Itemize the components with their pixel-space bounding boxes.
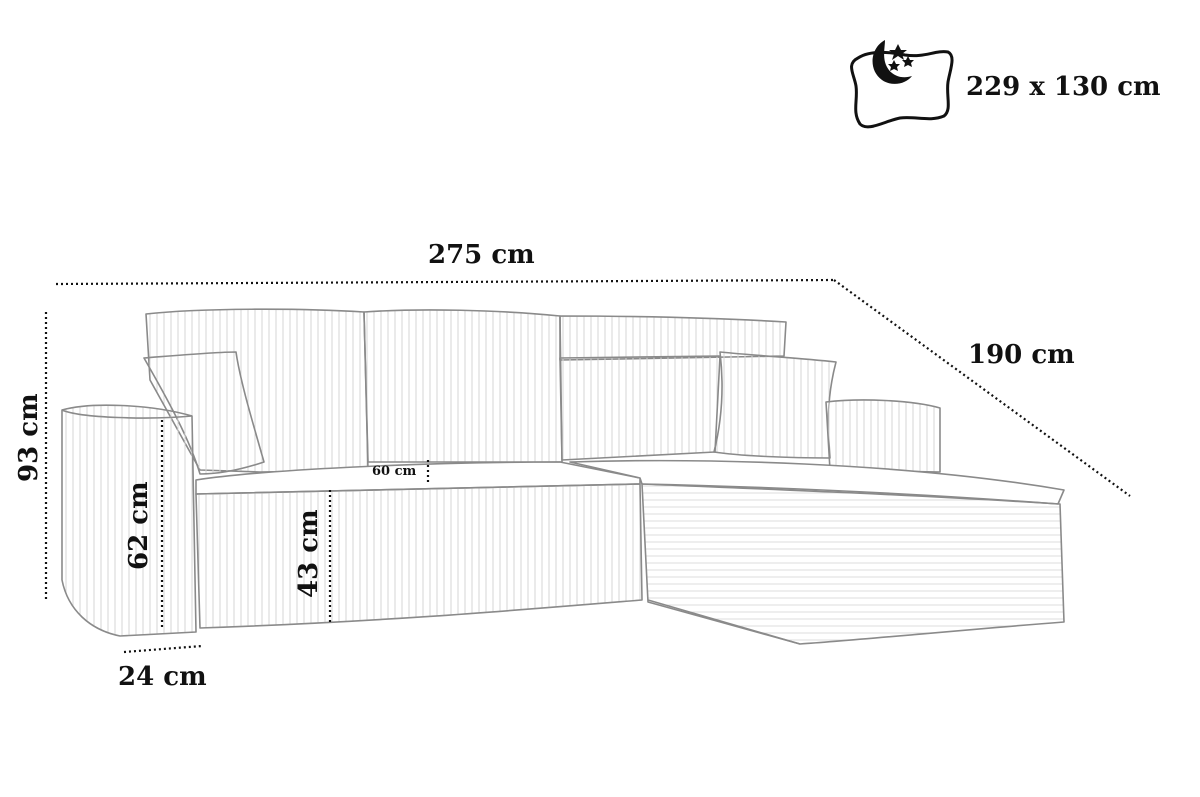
dimension-lines <box>44 278 1131 654</box>
seat-depth-label: 60 cm <box>372 464 417 479</box>
back-cushion-middle <box>363 309 563 463</box>
back-cushion-right <box>559 315 787 361</box>
sofa-illustration <box>61 308 1065 645</box>
throw-pillow-right <box>713 351 837 459</box>
right-armrest <box>825 399 941 473</box>
height-label: 93 cm <box>14 393 44 482</box>
chaise-front <box>641 483 1065 645</box>
back-cushion-right-lower <box>559 355 721 461</box>
depth-line <box>833 279 1131 497</box>
left-armrest <box>61 404 197 637</box>
moon-stars-pillow-icon <box>850 40 954 129</box>
armrest-width-label: 24 cm <box>118 662 207 692</box>
bed-size-label: 229 x 130 cm <box>966 72 1161 102</box>
chaise-top <box>569 459 1065 505</box>
seat-height-label: 43 cm <box>294 509 324 598</box>
total-width-line <box>55 278 835 286</box>
seat-front <box>195 483 643 629</box>
depth-label: 190 cm <box>968 340 1075 370</box>
armrest-height-label: 62 cm <box>124 481 154 570</box>
armrest-width-line <box>123 644 203 654</box>
total-width-label: 275 cm <box>428 240 535 270</box>
